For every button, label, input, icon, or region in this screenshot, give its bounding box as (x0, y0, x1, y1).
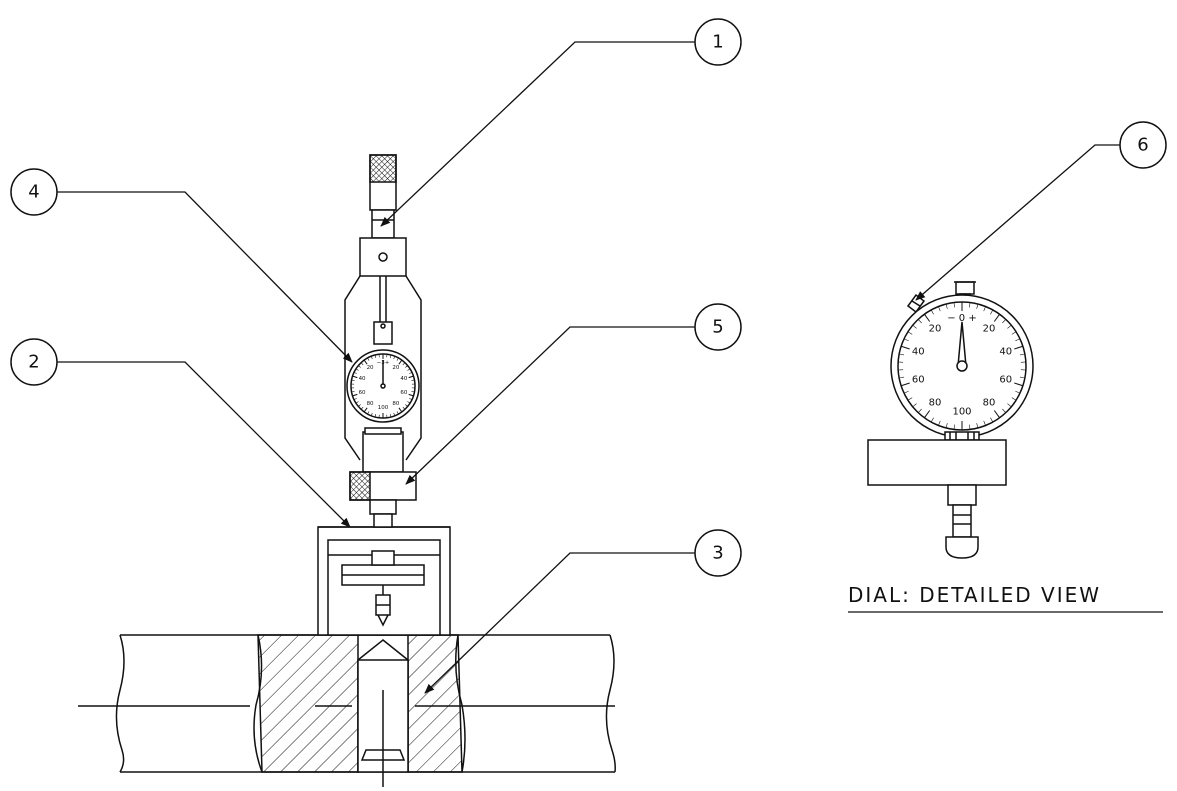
callout-label-5: 5 (712, 317, 723, 338)
callout-bubbles (11, 19, 1166, 576)
dial-number: 40 (912, 346, 925, 357)
dial-number: 60 (400, 390, 407, 396)
dial-number: 60 (912, 375, 925, 386)
callout-label-1: 1 (712, 32, 723, 53)
gauge-body (345, 155, 421, 527)
dial-number: 60 (999, 375, 1012, 386)
dial-number: 80 (983, 398, 996, 409)
big-dial-sign: − 0 + (947, 313, 976, 324)
dial-number: 40 (359, 376, 366, 382)
workpiece-block (78, 635, 615, 787)
dial-number: 20 (929, 323, 942, 334)
dial-number: 80 (367, 401, 374, 407)
callout-label-4: 4 (28, 182, 39, 203)
callout-label-3: 3 (712, 543, 723, 564)
leader-4 (57, 192, 352, 362)
leader-5 (406, 327, 695, 484)
dial-number: 60 (359, 390, 366, 396)
callout-label-6: 6 (1137, 135, 1148, 156)
dial-number: 100 (952, 407, 971, 418)
dial-number: 40 (400, 376, 407, 382)
dial-number: 40 (999, 346, 1012, 357)
workpiece-section-hatch (258, 635, 358, 772)
dial-number: 80 (929, 398, 942, 409)
workpiece-section-hatch-right (408, 635, 462, 772)
dial-number: 20 (367, 365, 374, 371)
leader-6 (916, 145, 1120, 300)
callout-label-2: 2 (28, 352, 39, 373)
leader-1 (381, 42, 695, 226)
gauge-stand (318, 527, 450, 635)
dial-number: 20 (392, 365, 399, 371)
small-dial-sign: −3+ (377, 360, 390, 366)
detail-caption: DIAL: DETAILED VIEW (848, 583, 1101, 607)
dial-number: 80 (392, 401, 399, 407)
dial-number: 20 (983, 323, 996, 334)
leader-2 (57, 362, 350, 527)
leader-3 (425, 553, 695, 693)
dial-number: 100 (378, 405, 389, 411)
